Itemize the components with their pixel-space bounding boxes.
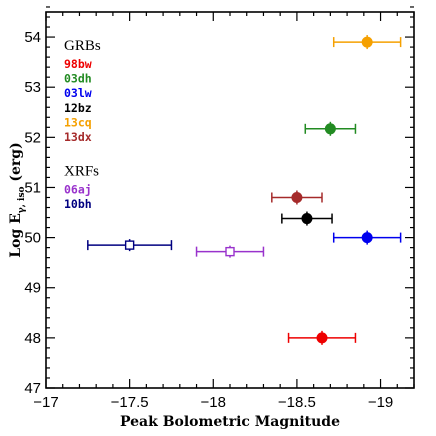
data-point-98bw (287, 330, 357, 345)
y-tick-label: 52 (24, 129, 41, 146)
x-tick-label: −18.5 (278, 394, 316, 411)
legend-item-03lw: 03lw (64, 86, 92, 100)
data-point-06aj (195, 245, 265, 258)
circle-marker (301, 213, 313, 225)
data-point-03lw (332, 230, 402, 245)
data-point-13cq (332, 35, 402, 50)
square-marker (225, 246, 235, 257)
legend-item-03dh: 03dh (64, 72, 92, 86)
y-tick-label: 48 (24, 330, 41, 347)
x-tick-label: −19 (368, 394, 393, 411)
circle-marker (324, 123, 336, 135)
x-tick-label: −17.5 (111, 394, 149, 411)
circle-marker (361, 36, 373, 48)
axis-ticks (45, 6, 415, 389)
y-tick-labels: 47 48 49 50 51 52 53 54 (24, 29, 41, 397)
x-axis-label: Peak Bolometric Magnitude (120, 414, 340, 430)
data-points (87, 35, 402, 345)
x-tick-label: −17 (33, 394, 58, 411)
circle-marker (316, 332, 328, 344)
y-tick-label: 53 (24, 79, 41, 96)
square-marker (124, 240, 135, 250)
y-axis-label-main: Log E (8, 213, 24, 258)
legend-heading: GRBs (64, 38, 101, 54)
y-tick-label: 47 (24, 380, 41, 397)
legend-heading: XRFs (64, 164, 99, 180)
circle-marker (361, 232, 373, 244)
data-point-12bz (281, 211, 333, 226)
legend-item-13cq: 13cq (64, 115, 92, 129)
legend-item-13dx: 13dx (64, 130, 92, 144)
legend-item-98bw: 98bw (64, 57, 92, 71)
data-point-13dx (271, 190, 323, 205)
y-tick-label: 51 (24, 179, 41, 196)
y-tick-label: 54 (24, 29, 41, 46)
x-tick-label: −18 (201, 394, 226, 411)
y-axis-label-unit: (erg) (8, 142, 24, 186)
legend-item-12bz: 12bz (64, 101, 92, 115)
data-point-03dh (304, 121, 357, 136)
legend-item-10bh: 10bh (64, 197, 92, 211)
circle-marker (291, 191, 303, 203)
y-tick-label: 50 (24, 230, 41, 247)
y-tick-label: 49 (24, 280, 41, 297)
y-axis-label-sub: γ, iso (17, 186, 27, 213)
plot-frame (45, 11, 415, 389)
data-point-10bh (87, 239, 173, 252)
legend-item-06aj: 06aj (64, 183, 92, 197)
x-tick-labels: −17 −17.5 −18 −18.5 −19 (33, 394, 393, 411)
y-axis-label: Log Eγ, iso (erg) (8, 142, 27, 257)
